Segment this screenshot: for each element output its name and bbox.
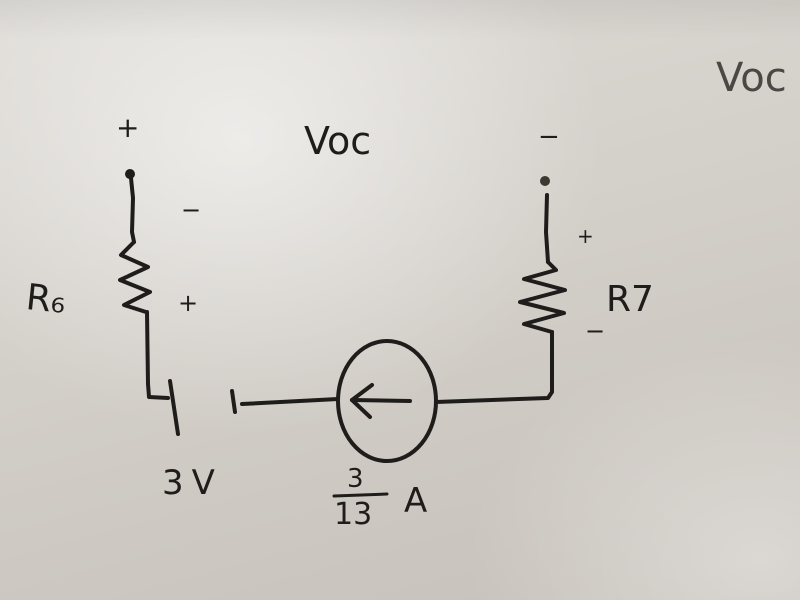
left-terminal-plus-sign: + <box>116 111 140 144</box>
right-resistor <box>518 260 567 334</box>
left-resistor <box>118 240 152 314</box>
fraction-bar <box>332 492 389 498</box>
right-terminal-minus-sign: − <box>538 122 560 152</box>
current-denominator: 13 <box>334 497 373 532</box>
right-resistor-label: R7 <box>606 279 654 320</box>
voc-corner-label: Voc <box>716 55 787 101</box>
left-vertical-wire <box>145 310 170 400</box>
right-lead-wire <box>544 193 550 264</box>
current-arrow-head <box>350 383 374 419</box>
right-terminal-dot <box>540 176 550 186</box>
current-numerator: 3 <box>347 464 364 494</box>
battery-voltage-label: 3V <box>162 463 223 503</box>
current-arrow-shaft <box>350 398 412 403</box>
left-resistor-label: R₆ <box>24 277 68 322</box>
right-resistor-bottom-minus: − <box>585 317 606 345</box>
middle-wire <box>240 397 340 406</box>
left-terminal-dot <box>125 169 135 179</box>
left-resistor-bottom-plus: + <box>178 289 199 317</box>
paper-shadow-bottom-left <box>0 400 200 600</box>
battery-short-plate <box>230 389 237 414</box>
paper-shadow-top <box>0 0 800 40</box>
right-resistor-top-plus: + <box>577 224 594 248</box>
current-unit-label: A <box>404 481 428 521</box>
battery-long-plate <box>168 379 180 436</box>
right-bottom-wire <box>434 330 554 404</box>
left-resistor-top-minus: − <box>181 196 202 224</box>
paper-shadow-right <box>580 0 800 600</box>
voc-label: Voc <box>304 119 372 163</box>
left-lead-wire <box>129 176 136 244</box>
